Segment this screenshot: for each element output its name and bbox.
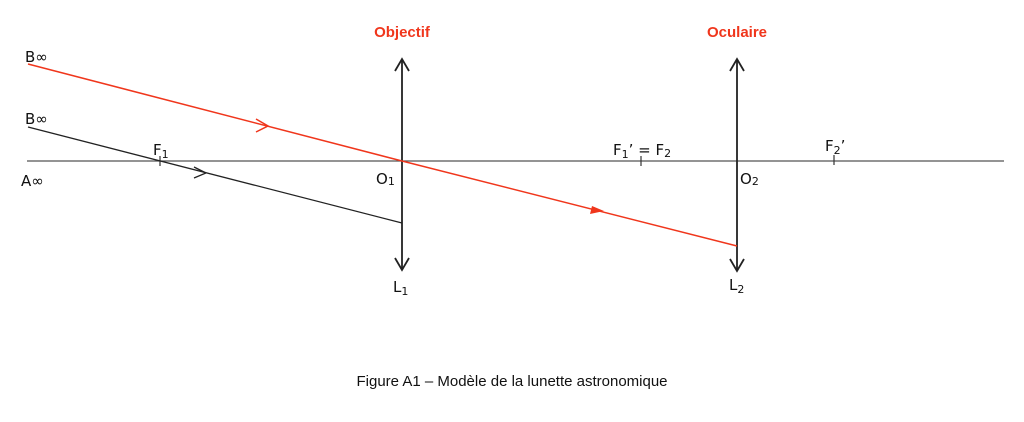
lens-l2 (729, 57, 745, 273)
label-f1p-equals-f2: F1’ = F2 (613, 141, 671, 161)
label-f2p: F2’ (825, 137, 845, 157)
label-b-inf-black: B∞ (25, 110, 48, 128)
label-o2: O2 (740, 170, 759, 188)
ray-through-o1 (27, 63, 738, 247)
ray-through-f1 (27, 126, 403, 224)
figure-caption: Figure A1 – Modèle de la lunette astrono… (356, 373, 667, 390)
label-l2: L2 (729, 276, 744, 296)
label-o1: O1 (376, 170, 395, 188)
label-a-inf: A∞ (21, 172, 44, 190)
objectif-title: Objectif (374, 24, 431, 41)
ray-arrowhead (590, 206, 604, 214)
oculaire-title: Oculaire (707, 24, 767, 41)
label-b-inf-red: B∞ (25, 48, 48, 66)
label-l1: L1 (393, 278, 408, 298)
lens-l1 (394, 57, 410, 272)
label-f1: F1 (153, 141, 169, 161)
